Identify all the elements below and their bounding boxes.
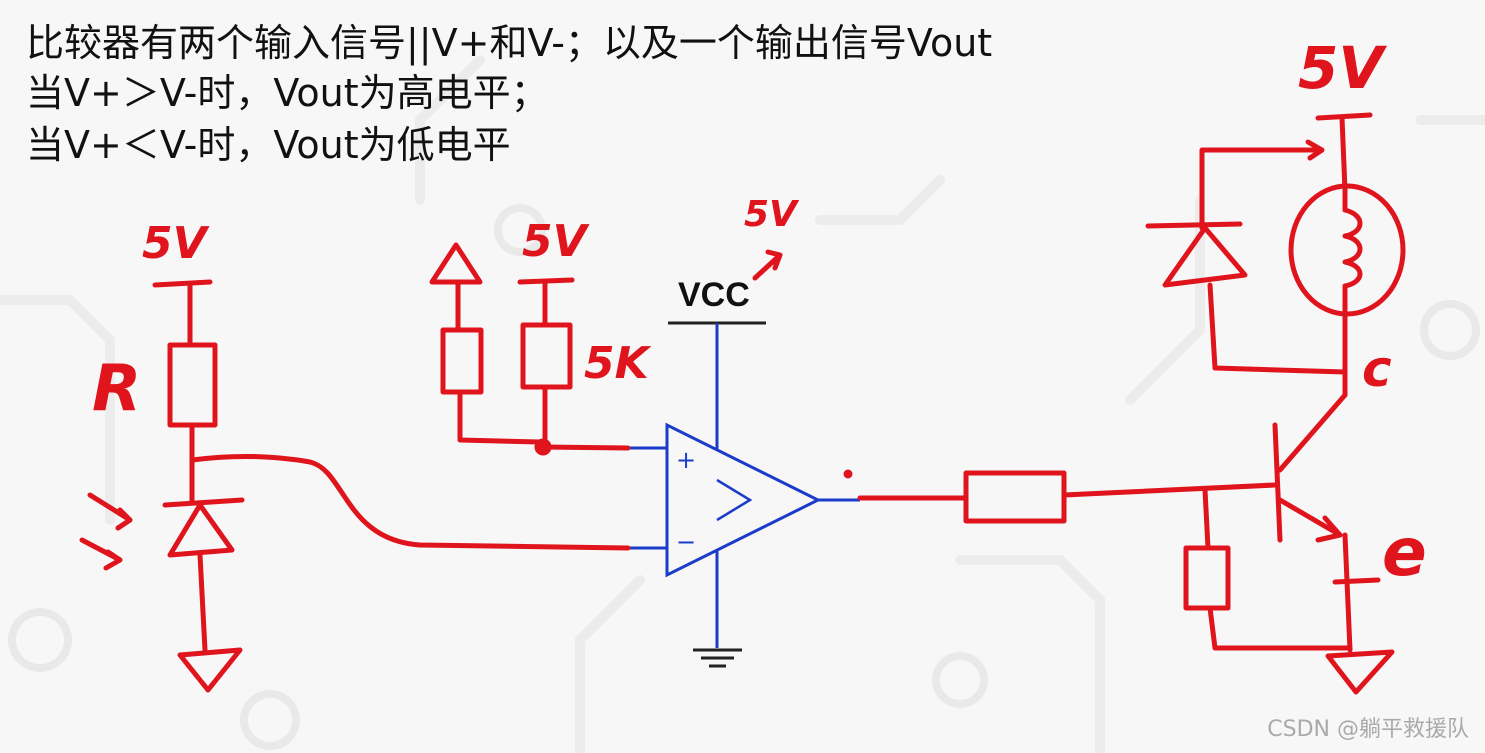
label-collector: c	[1362, 340, 1392, 398]
hand-sketch	[79, 112, 1406, 695]
diode-bottom-lead	[1207, 282, 1348, 375]
description-line-2: 当V+＞V-时，Vout为高电平；	[26, 71, 549, 115]
wire-to-base	[1061, 482, 1278, 498]
label-emitter: e	[1382, 514, 1427, 591]
coil-winding	[1342, 187, 1363, 317]
description-line-1: 比较器有两个输入信号||V+和V-；以及一个输出信号Vout	[26, 21, 993, 65]
resistor-5k	[520, 322, 573, 390]
label-supply-mid: 5V	[522, 216, 590, 267]
mid-ground-up-arrow	[429, 242, 483, 285]
wire-to-minus-input	[189, 453, 631, 551]
resistor-r	[167, 342, 218, 428]
diode-bar	[1145, 221, 1243, 229]
left-ground-lead	[197, 552, 208, 653]
transistor-collector	[1277, 392, 1348, 473]
watermark: CSDN @躺平救援队	[1267, 717, 1469, 742]
left-supply-bar	[152, 279, 213, 288]
mid-left-lower	[457, 389, 543, 445]
resistor-pulldown	[1183, 545, 1231, 611]
label-supply-left: 5V	[142, 218, 210, 269]
photodiode-triangle	[167, 502, 235, 558]
emitter-arrow	[1315, 515, 1343, 543]
label-supply-right: 5V	[1298, 34, 1387, 102]
description-line-3: 当V+＜V-时，Vout为低电平	[26, 123, 511, 167]
ground-symbol-opamp	[693, 648, 742, 668]
emitter-bar	[1332, 577, 1381, 585]
ground-symbol-right	[1325, 649, 1395, 695]
light-arrows	[79, 492, 133, 571]
diode-triangle	[1162, 225, 1248, 288]
right-supply-lead	[1339, 115, 1348, 193]
opamp-schematic	[628, 321, 860, 648]
label-resistor-5k: 5K	[584, 338, 652, 389]
comparator-triangle	[665, 422, 822, 578]
vcc-label: VCC	[678, 276, 750, 314]
label-supply-opamp: 5V	[744, 194, 800, 235]
transistor-base-bar	[1272, 422, 1283, 543]
diode-arrow-tip	[1305, 139, 1325, 161]
pulldown-upper	[1202, 487, 1211, 551]
resistor-base	[963, 470, 1067, 524]
ground-symbol-left	[177, 647, 243, 693]
opamp-supply-arrow	[752, 249, 783, 281]
pulldown-lower	[1207, 605, 1353, 651]
wire-to-plus-input	[540, 444, 631, 451]
transistor-emitter	[1277, 497, 1343, 538]
photodiode-bar	[162, 497, 245, 508]
emitter-lead	[1342, 532, 1353, 653]
label-resistor-r: R	[92, 352, 141, 426]
resistor-ground-side	[440, 327, 484, 395]
output-dot	[843, 469, 853, 479]
minus-sign: −	[676, 528, 696, 556]
inner-arrow	[716, 478, 753, 522]
diode-top-lead	[1199, 147, 1323, 231]
plus-sign: +	[676, 446, 696, 474]
